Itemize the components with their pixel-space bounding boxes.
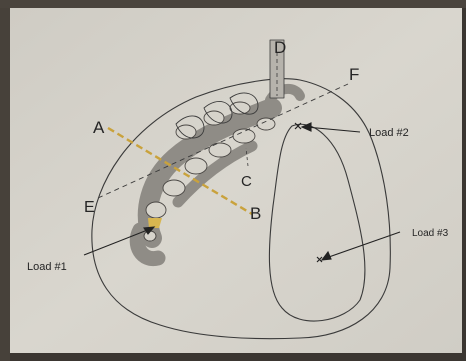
- opening-1: [146, 202, 166, 218]
- label-e: E: [84, 199, 95, 216]
- label-c: C: [241, 173, 252, 190]
- label-a: A: [93, 118, 105, 137]
- paper-shadow-top: [0, 0, 466, 8]
- opening-2: [163, 180, 185, 196]
- opening-5: [233, 129, 255, 143]
- label-b: B: [250, 204, 261, 223]
- label-load2: Load #2: [369, 127, 409, 139]
- label-d: D: [274, 38, 286, 57]
- label-f: F: [349, 65, 359, 84]
- opening-8: [176, 125, 196, 139]
- opening-4: [209, 143, 231, 157]
- opening-3: [185, 158, 207, 174]
- paper-background: [10, 8, 462, 353]
- opening-6: [257, 118, 275, 130]
- paper-shadow-left: [0, 0, 10, 361]
- label-load3: Load #3: [412, 228, 449, 239]
- label-load1: Load #1: [27, 261, 67, 273]
